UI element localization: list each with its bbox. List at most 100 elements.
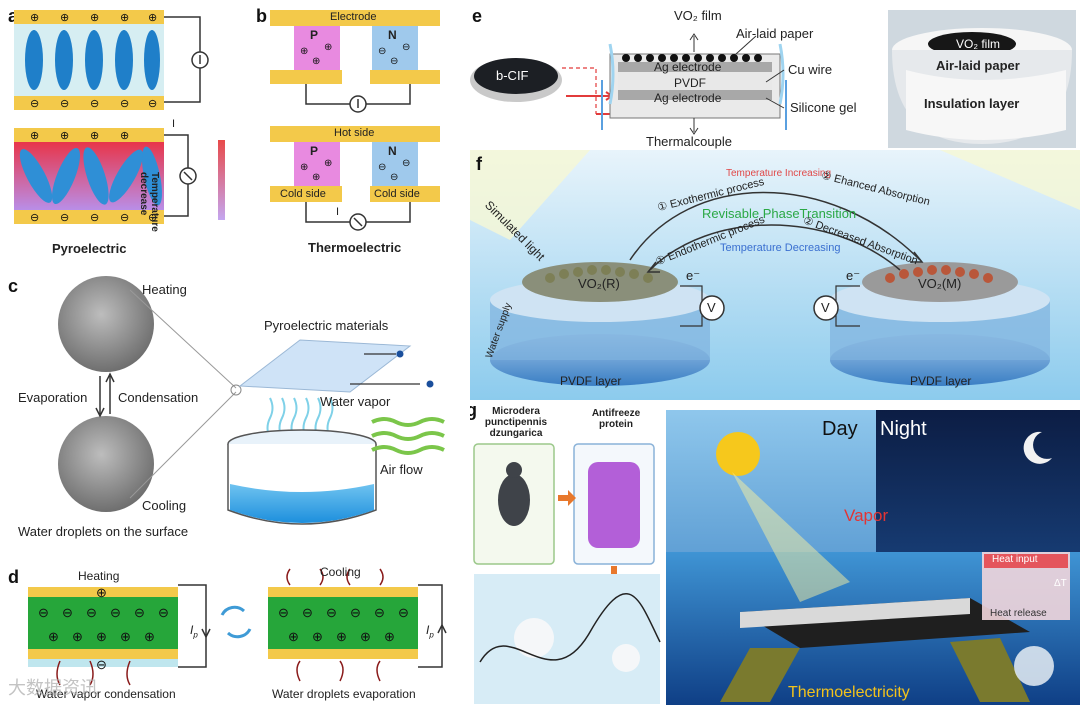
svg-text:⊕: ⊕ [120, 130, 129, 142]
electron-right: e⁻ [846, 268, 861, 283]
svg-text:⊖: ⊖ [120, 98, 129, 110]
insect-label: Microdera punctipennis dzungarica [484, 406, 548, 439]
temp-decreasing-label: Temperature Decreasing [720, 242, 841, 254]
svg-text:⊕: ⊕ [120, 629, 131, 644]
svg-text:⊖: ⊖ [60, 98, 69, 110]
panel-e-label: e [472, 6, 483, 26]
night-label: Night [880, 418, 927, 440]
p-label-top: P [310, 28, 319, 42]
cooling-label-c: Cooling [142, 498, 187, 513]
svg-text:⊖: ⊖ [60, 212, 69, 224]
svg-text:⊖: ⊖ [326, 605, 337, 620]
voltmeter-right: V [821, 300, 830, 315]
svg-text:⊖: ⊖ [402, 42, 410, 53]
pyroelectric-water-diagram: ⊖⊖⊖⊖⊖⊖ ⊕⊕⊕⊕⊕ ⊖⊖⊖⊖⊖⊖ ⊕⊕⊕⊕⊕ ⊕⊖ [28, 568, 447, 686]
phase-transition-diagram [470, 150, 1080, 400]
svg-text:⊕: ⊕ [90, 130, 99, 142]
current-symbol-b: I [336, 206, 340, 218]
temperature-label: Temperature decrease [138, 172, 160, 232]
protein-label: Antifreeze protein [591, 408, 641, 430]
svg-text:⊖: ⊖ [90, 98, 99, 110]
heat-release-label: Heat release [990, 608, 1047, 619]
svg-text:⊕: ⊕ [312, 629, 323, 644]
heating-label-c: Heating [142, 282, 187, 297]
svg-text:⊕: ⊕ [288, 629, 299, 644]
svg-text:⊕: ⊕ [30, 12, 39, 24]
panel-f-label: f [476, 154, 482, 174]
panel-d-label: d [8, 567, 19, 587]
svg-text:⊖: ⊖ [96, 657, 107, 672]
svg-text:⊖: ⊖ [158, 605, 169, 620]
panel-d: d ⊖⊖⊖⊖⊖⊖ ⊕⊕⊕⊕⊕ ⊖⊖⊖⊖⊖⊖ ⊕⊕⊕⊕⊕ ⊕⊖ Heating C… [0, 565, 460, 707]
vo2-film-label: VO₂ film [674, 8, 722, 23]
ip-sub-right: p [429, 630, 434, 640]
device-schematic [470, 10, 1076, 148]
svg-text:⊕: ⊕ [120, 12, 129, 24]
evaporation-diagram [58, 276, 445, 525]
svg-text:⊕: ⊕ [144, 629, 155, 644]
svg-text:⊖: ⊖ [90, 212, 99, 224]
svg-text:⊖: ⊖ [148, 98, 157, 110]
air-laid-paper-label: Air-laid paper [736, 26, 814, 41]
panel-g-label: g [470, 402, 477, 420]
svg-text:⊕: ⊕ [148, 12, 157, 24]
svg-text:⊕: ⊕ [384, 629, 395, 644]
ip-main-left: I [190, 623, 194, 637]
photo-paper-label: Air-laid paper [936, 58, 1020, 73]
panel-c: c [0, 270, 460, 560]
evaporation-caption-d: Water droplets evaporation [272, 687, 416, 701]
electrode-label: Electrode [330, 11, 377, 23]
temp-increasing-label: Temperature Increasing [726, 168, 832, 179]
ag-electrode-top: Ag electrode [654, 60, 722, 74]
svg-text:⊖: ⊖ [110, 605, 121, 620]
silicone-gel-label: Silicone gel [790, 100, 857, 115]
n-label-top: N [388, 28, 397, 42]
vo2-r-label: VO₂(R) [578, 276, 620, 291]
panel-a-label: a [8, 6, 19, 26]
p-label-bottom: P [310, 144, 319, 158]
svg-text:⊕: ⊕ [312, 172, 320, 183]
electron-left: e⁻ [686, 268, 701, 283]
thermoelectric-diagram: ⊕⊕⊕ ⊖⊖⊖ ⊕⊕⊕ ⊖⊖⊖ [270, 10, 440, 231]
svg-text:⊖: ⊖ [390, 172, 398, 183]
condensation-caption-d: Water vapor condensation [36, 687, 176, 701]
vo2-m-label: VO₂(M) [918, 276, 962, 291]
svg-text:⊖: ⊖ [398, 605, 409, 620]
pyroelectric-caption: Pyroelectric [52, 241, 127, 256]
voltmeter-left: V [707, 300, 716, 315]
svg-text:⊖: ⊖ [148, 212, 157, 224]
svg-text:⊕: ⊕ [324, 158, 332, 169]
watermark: 大数据资讯 [8, 678, 98, 699]
thermocouple-label: Thermalcouple [646, 134, 732, 149]
svg-text:⊕: ⊕ [300, 46, 308, 57]
svg-text:⊖: ⊖ [120, 212, 129, 224]
svg-text:⊕: ⊕ [312, 56, 320, 67]
revisable-label: Revisable PhaseTransition [702, 206, 857, 221]
svg-text:⊖: ⊖ [350, 605, 361, 620]
photo-vo2-label: VO₂ film [956, 37, 1000, 51]
svg-text:⊕: ⊕ [90, 12, 99, 24]
current-symbol-a: I [172, 118, 176, 130]
thermoelectricity-label: Thermoelectricity [788, 684, 910, 701]
b-cif-label: b-CIF [496, 68, 529, 83]
cold-side-left: Cold side [280, 188, 326, 200]
pyroelectric-diagram: ⊕⊕⊕⊕⊕ ⊖⊖⊖⊖⊖ ⊕⊕⊕⊕ ⊖⊖⊖⊖⊖ [14, 10, 225, 224]
svg-text:⊕: ⊕ [72, 629, 83, 644]
svg-text:⊕: ⊕ [60, 130, 69, 142]
svg-text:⊖: ⊖ [374, 605, 385, 620]
svg-text:⊖: ⊖ [30, 212, 39, 224]
svg-text:⊕: ⊕ [96, 629, 107, 644]
condensation-label: Condensation [118, 390, 199, 405]
pvdf-label-e: PVDF [674, 76, 707, 90]
ip-label-left: Ip [190, 623, 198, 639]
svg-text:⊖: ⊖ [38, 605, 49, 620]
cooling-label-d: Cooling [320, 565, 361, 579]
svg-text:⊖: ⊖ [278, 605, 289, 620]
thermoelectric-caption: Thermoelectric [308, 240, 402, 255]
water-vapor-label: Water vapor [320, 394, 391, 409]
photo-insulation-label: Insulation layer [924, 96, 1020, 111]
cold-side-right: Cold side [374, 188, 420, 200]
panel-e: e VO₂ film Air-laid paper b-CIF [466, 0, 1080, 150]
svg-text:⊕: ⊕ [360, 629, 371, 644]
svg-text:⊕: ⊕ [96, 585, 107, 600]
